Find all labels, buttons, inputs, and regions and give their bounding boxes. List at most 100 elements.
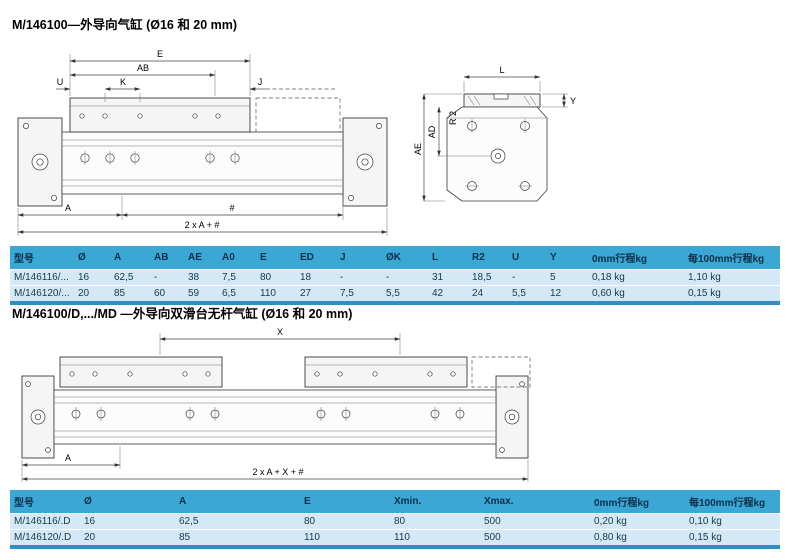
col-header: AB xyxy=(150,246,184,270)
cell: - xyxy=(150,269,184,286)
cell: 80 xyxy=(300,513,390,530)
cell: - xyxy=(508,269,546,286)
end-caps xyxy=(21,375,529,459)
cell: 42 xyxy=(428,285,468,303)
cell: 24 xyxy=(468,285,508,303)
dim-label-x: X xyxy=(277,327,283,337)
col-header: E xyxy=(256,246,296,270)
cell: 5,5 xyxy=(508,285,546,303)
carriage-plate xyxy=(463,93,541,108)
col-header: Xmax. xyxy=(480,490,590,514)
cylinder-end-view-drawing: L Y R 2 AD AE xyxy=(413,65,576,202)
cell: 16 xyxy=(80,513,175,530)
cell: - xyxy=(382,269,428,286)
col-header: 型号 xyxy=(10,490,80,514)
cell: 0,10 kg xyxy=(685,513,780,530)
cell: 80 xyxy=(390,513,480,530)
cell: 110 xyxy=(300,529,390,547)
mounting-holes xyxy=(80,151,240,165)
cell: 85 xyxy=(110,285,150,303)
col-header: Xmin. xyxy=(390,490,480,514)
dim-label-a: A xyxy=(65,203,71,213)
cell: - xyxy=(336,269,382,286)
body-profile xyxy=(446,106,548,202)
dim-label-ad: AD xyxy=(427,125,437,138)
col-header: 0mm行程kg xyxy=(590,490,685,514)
cell: 5,5 xyxy=(382,285,428,303)
dim-label-a: A xyxy=(65,453,71,463)
col-header: A xyxy=(175,490,300,514)
cell: 0,15 kg xyxy=(684,285,780,303)
cell-model: M/146116/... xyxy=(10,269,74,286)
col-header: 每100mm行程kg xyxy=(685,490,780,514)
table-row: M/146120/.D 20 85 110 110 500 0,80 kg 0,… xyxy=(10,529,780,547)
dimension-table-double: 型号 Ø A E Xmin. Xmax. 0mm行程kg 每100mm行程kg … xyxy=(10,490,780,549)
col-header: 型号 xyxy=(10,246,74,270)
col-header: AE xyxy=(184,246,218,270)
table-row: M/146116/.D 16 62,5 80 80 500 0,20 kg 0,… xyxy=(10,513,780,530)
dimension-table-single: 型号 Ø A AB AE A0 E ED J ØK L R2 U Y 0mm行程… xyxy=(10,246,780,305)
dim-label-r2: R 2 xyxy=(448,111,458,125)
dim-label-u: U xyxy=(57,77,64,87)
cell: 500 xyxy=(480,529,590,547)
double-carriage-side-view-drawing: X A 2 x A + X + # xyxy=(21,327,531,482)
cell: 18 xyxy=(296,269,336,286)
col-header: J xyxy=(336,246,382,270)
cylinder-body xyxy=(53,389,497,445)
cell: 0,80 kg xyxy=(590,529,685,547)
col-header: 0mm行程kg xyxy=(588,246,684,270)
dim-label-hash: # xyxy=(229,203,234,213)
dim-label-ae: AE xyxy=(413,143,423,155)
cell: 1,10 kg xyxy=(684,269,780,286)
dimensions: L Y R 2 AD AE xyxy=(413,65,576,202)
section2-title: M/146100/D,.../MD —外导向双滑台无杆气缸 (Ø16 和 20 … xyxy=(12,307,353,321)
carriage xyxy=(69,97,341,133)
cell: 110 xyxy=(390,529,480,547)
end-caps xyxy=(17,117,388,207)
dimensions: X A 2 x A + X + # xyxy=(21,327,529,482)
col-header: R2 xyxy=(468,246,508,270)
dim-label-total: 2 x A + # xyxy=(185,220,220,230)
cell: 7,5 xyxy=(336,285,382,303)
cell: 59 xyxy=(184,285,218,303)
dim-label-k: K xyxy=(120,77,126,87)
cell: 27 xyxy=(296,285,336,303)
col-header: E xyxy=(300,490,390,514)
col-header: Ø xyxy=(74,246,110,270)
cell-model: M/146120/... xyxy=(10,285,74,303)
cell: 80 xyxy=(256,269,296,286)
cylinder-side-view-drawing: E AB U K J A # 2 x A + # xyxy=(17,49,388,236)
cell: 16 xyxy=(74,269,110,286)
section1-title: M/146100—外导向气缸 (Ø16 和 20 mm) xyxy=(12,18,238,32)
col-header: ØK xyxy=(382,246,428,270)
dim-label-y: Y xyxy=(570,96,576,106)
col-header: A xyxy=(110,246,150,270)
table-header-row: 型号 Ø A E Xmin. Xmax. 0mm行程kg 每100mm行程kg xyxy=(10,490,780,514)
cell: 0,20 kg xyxy=(590,513,685,530)
col-header: U xyxy=(508,246,546,270)
dim-label-l: L xyxy=(499,65,504,75)
cell: 20 xyxy=(80,529,175,547)
cell-model: M/146120/.D xyxy=(10,529,80,547)
col-header: L xyxy=(428,246,468,270)
cell: 110 xyxy=(256,285,296,303)
cell: 6,5 xyxy=(218,285,256,303)
carriage-2 xyxy=(304,356,531,388)
cell: 85 xyxy=(175,529,300,547)
col-header: Ø xyxy=(80,490,175,514)
cell: 5 xyxy=(546,269,588,286)
table-row: M/146116/... 16 62,5 - 38 7,5 80 18 - - … xyxy=(10,269,780,286)
dim-label-j: J xyxy=(258,77,263,87)
cell: 20 xyxy=(74,285,110,303)
dim-label-ab: AB xyxy=(137,63,149,73)
col-header: Y xyxy=(546,246,588,270)
mounting-holes xyxy=(71,407,465,421)
cell: 12 xyxy=(546,285,588,303)
cell: 62,5 xyxy=(110,269,150,286)
carriage-1 xyxy=(59,356,223,388)
cell: 18,5 xyxy=(468,269,508,286)
cell: 7,5 xyxy=(218,269,256,286)
cell: 38 xyxy=(184,269,218,286)
table-header-row: 型号 Ø A AB AE A0 E ED J ØK L R2 U Y 0mm行程… xyxy=(10,246,780,270)
cell: 0,18 kg xyxy=(588,269,684,286)
